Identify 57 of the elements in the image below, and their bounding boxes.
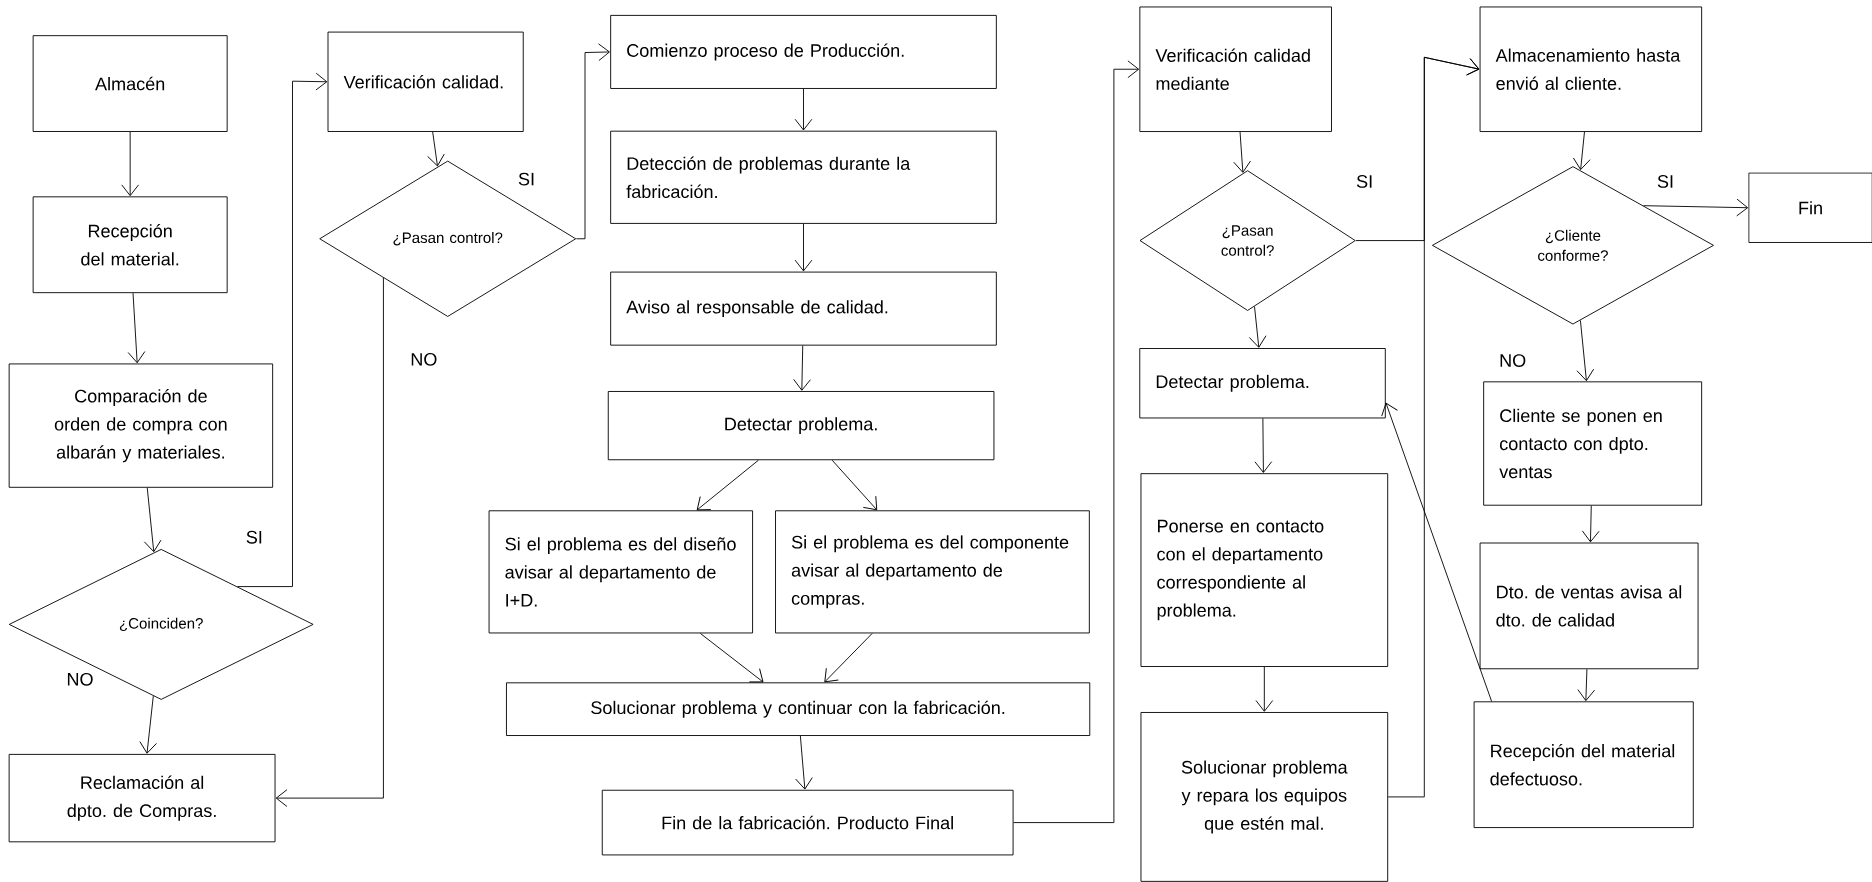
edge-label: NO [409,351,439,367]
arrow [1255,666,1274,712]
process-box: Comparación de orden de compra con albarán y materiales. [8,363,274,488]
arrow [575,43,610,240]
arrow [1576,319,1595,381]
arrow [1233,131,1251,173]
arrow [696,459,759,511]
process-box: Recepción del material. [32,196,228,293]
arrow [824,632,873,683]
process-box: Recepción del material defectuoso. [1473,701,1694,828]
edge-label: SI [1355,173,1375,189]
process-box: Cliente se ponen en contacto con dpto. ventas [1483,381,1703,506]
edge-label: SI [244,529,264,545]
process-box: Reclamación al dpto. de Compras. [8,753,276,843]
process-box: Ponerse en contacto con el departamento correspondiente al problema. [1140,473,1389,667]
arrow [139,695,157,754]
process-box: Verificación calidad mediante [1139,6,1332,132]
process-box: Aviso al responsable de calidad. [610,271,997,346]
process-box: Almacenamiento hasta envió al cliente. [1479,6,1703,132]
process-box: Fin [1748,172,1872,243]
process-box: Si el problema es del diseño avisar al departamento de I+D. [488,510,754,634]
process-box: Fin de la fabricación. Producto Final [601,789,1014,856]
process-box: Detección de problemas durante la fabricación. [610,130,997,224]
process-box: Solucionar problema y continuar con la fabricación. [506,682,1091,736]
process-box: Verificación calidad. [327,31,524,132]
process-box: Detectar problema. [607,390,995,461]
arrow [793,345,811,391]
arrow [794,88,813,131]
arrow [121,131,139,196]
arrow [699,632,764,683]
arrow [237,72,328,587]
arrow [1013,60,1140,823]
arrow [1581,505,1600,543]
arrow [1643,198,1749,217]
arrow [143,487,162,552]
arrow [127,292,146,364]
arrow [795,735,813,790]
arrow [427,131,445,167]
arrow [1577,668,1596,701]
edge-label: NO [65,671,95,687]
process-box: Detectar problema. [1139,347,1386,419]
arrow [1254,417,1273,473]
arrow [275,277,384,807]
arrow [1248,306,1267,348]
process-box: Solucionar problema y repara los equipos que estén mal. [1140,711,1389,882]
edge-label: NO [1498,353,1528,368]
arrow [1387,56,1480,798]
arrow [1381,402,1493,702]
arrow [1572,131,1591,170]
process-box: Almacén [32,35,228,132]
edge-label: SI [1655,173,1675,189]
edge-label: SI [517,171,537,187]
arrow [831,459,878,511]
process-box: Si el problema es del componente avisar al departamento de compras. [775,510,1090,634]
arrow [794,223,813,272]
process-box: Dto. de ventas avisa al dto. de calidad [1479,542,1699,670]
process-box: Comienzo proceso de Producción. [610,14,997,89]
